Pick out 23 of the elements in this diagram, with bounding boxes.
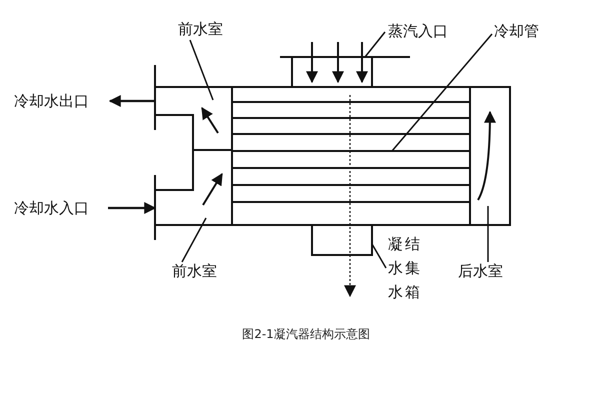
part-label: 前水室: [178, 20, 223, 38]
leader-line: [391, 34, 493, 152]
arrow: [108, 95, 155, 107]
condensate-hotwell: [311, 225, 373, 256]
leader-line: [487, 206, 489, 262]
part-label: 冷却水出口: [14, 92, 89, 110]
part-label: 凝结水集水箱: [388, 232, 422, 304]
rear-water-chamber: [470, 86, 511, 226]
leader-line: [189, 40, 214, 100]
part-label: 冷却水入口: [14, 199, 89, 217]
front-water-chamber-drawing: [154, 149, 233, 241]
part-label: 蒸汽入口: [388, 22, 448, 40]
part-label: 冷却管: [494, 22, 539, 40]
part-label: 后水室: [458, 262, 503, 280]
steam-inlet-nozzle: [279, 56, 411, 88]
leader-line: [364, 32, 386, 58]
part-label: 前水室: [172, 262, 217, 280]
leader-line: [371, 244, 387, 268]
front-water-chamber-drawing: [154, 64, 233, 151]
leader-line: [181, 218, 207, 262]
figure-caption: 图2-1凝汽器结构示意图: [241, 326, 371, 343]
arrow: [108, 202, 156, 214]
tube-bundle-drawing: [231, 86, 471, 226]
